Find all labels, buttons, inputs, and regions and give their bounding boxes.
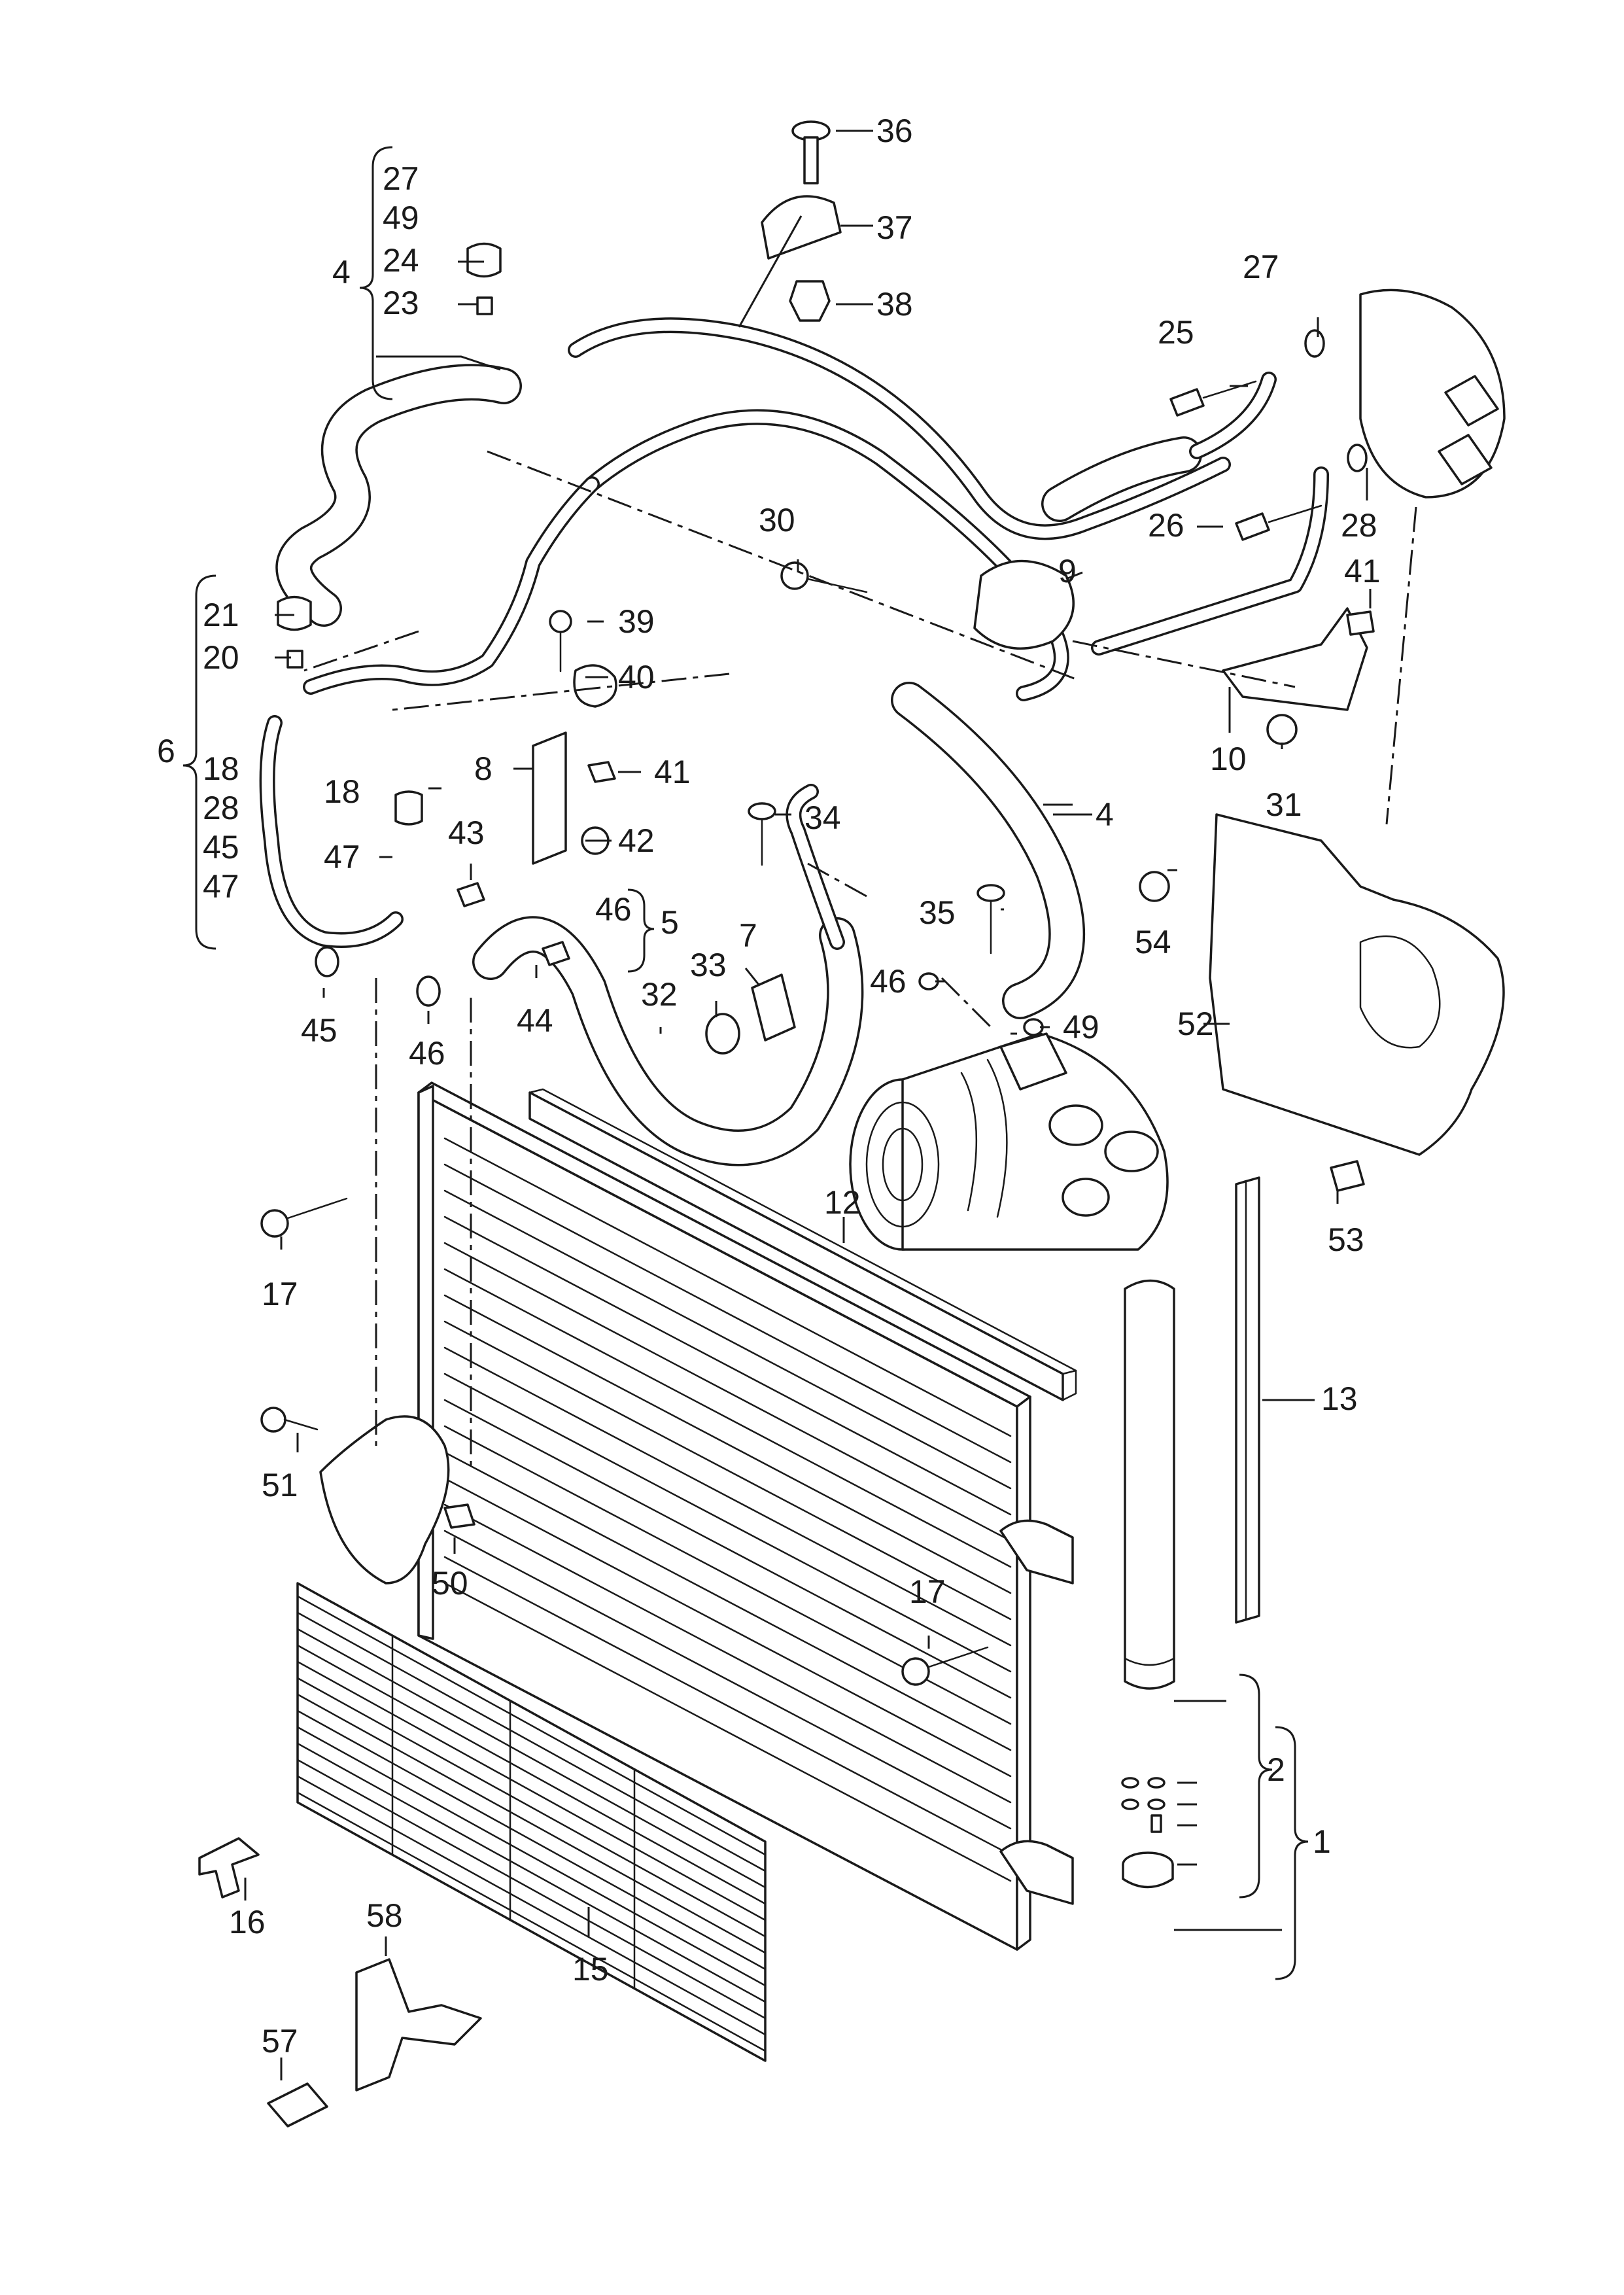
callout-28: 28 xyxy=(203,790,239,826)
callout-1: 1 xyxy=(1313,1823,1331,1860)
callout-33: 33 xyxy=(690,947,727,983)
assembly-braces xyxy=(182,146,1309,1980)
callout-37: 37 xyxy=(876,209,913,246)
assembly-center-lines xyxy=(303,450,1417,1465)
callout-13: 13 xyxy=(1321,1380,1358,1417)
callout-36: 36 xyxy=(876,113,913,149)
callout-54: 54 xyxy=(1135,924,1171,960)
dryer-seal-rings xyxy=(1121,1777,1174,1889)
sensor-bracket xyxy=(355,1958,482,2092)
callout-10: 10 xyxy=(1210,741,1247,777)
callout-21: 21 xyxy=(203,597,239,633)
callout-42: 42 xyxy=(618,822,655,859)
callout-18: 18 xyxy=(203,750,239,787)
callout-46: 46 xyxy=(409,1035,445,1072)
callout-51: 51 xyxy=(262,1467,298,1503)
callout-30: 30 xyxy=(759,502,795,538)
callout-39: 39 xyxy=(618,603,655,640)
callout-46: 46 xyxy=(870,963,907,1000)
callout-38: 38 xyxy=(876,286,913,323)
callout-2: 2 xyxy=(1267,1751,1285,1788)
callout-15: 15 xyxy=(572,1951,609,1988)
callout-16: 16 xyxy=(229,1904,266,1940)
clip-16 xyxy=(198,1837,260,1899)
callout-17: 17 xyxy=(262,1276,298,1312)
condenser xyxy=(417,1081,1074,1951)
callout-45: 45 xyxy=(203,829,239,866)
callout-26: 26 xyxy=(1148,507,1184,544)
temperature-sensor xyxy=(267,2082,328,2128)
callout-4: 4 xyxy=(332,254,351,290)
callout-41: 41 xyxy=(1344,553,1381,589)
callout-49: 49 xyxy=(383,200,419,236)
callout-27: 27 xyxy=(383,160,419,197)
callout-leaders xyxy=(244,130,1372,2080)
callout-57: 57 xyxy=(262,2023,298,2059)
noise-insulation-cover xyxy=(1209,813,1505,1156)
ac-compressor xyxy=(849,1032,1169,1251)
callout-9: 9 xyxy=(1058,553,1077,589)
callout-35: 35 xyxy=(919,894,956,931)
callout-12: 12 xyxy=(824,1184,861,1221)
callout-46: 46 xyxy=(595,891,632,928)
callout-32: 32 xyxy=(641,976,678,1013)
callout-47: 47 xyxy=(324,839,360,875)
callout-27: 27 xyxy=(1243,249,1279,285)
callout-20: 20 xyxy=(203,639,239,676)
callout-6: 6 xyxy=(157,733,175,769)
callout-24: 24 xyxy=(383,242,419,279)
callout-40: 40 xyxy=(618,659,655,695)
condenser-mounting-bracket xyxy=(319,1415,450,1585)
callout-52: 52 xyxy=(1177,1006,1214,1042)
callout-28: 28 xyxy=(1341,507,1377,544)
fasteners xyxy=(260,120,1375,1686)
callout-7: 7 xyxy=(739,917,757,954)
callout-5: 5 xyxy=(661,904,679,941)
callout-4: 4 xyxy=(1096,796,1114,833)
callout-47: 47 xyxy=(203,868,239,905)
air-guide-grille xyxy=(296,1582,767,2062)
callout-43: 43 xyxy=(448,815,485,851)
callout-25: 25 xyxy=(1158,314,1194,351)
callout-23: 23 xyxy=(383,285,419,321)
callout-53: 53 xyxy=(1328,1221,1364,1258)
receiver-dryer xyxy=(1124,1279,1175,1690)
callout-17: 17 xyxy=(909,1573,946,1610)
callout-44: 44 xyxy=(517,1002,553,1039)
seal-strip-13 xyxy=(1235,1176,1260,1624)
callout-18: 18 xyxy=(324,773,360,810)
callout-8: 8 xyxy=(474,750,492,787)
callout-49: 49 xyxy=(1063,1009,1099,1045)
callout-45: 45 xyxy=(301,1012,337,1049)
callout-58: 58 xyxy=(366,1897,403,1934)
callout-31: 31 xyxy=(1266,786,1302,823)
callout-50: 50 xyxy=(432,1565,468,1602)
callout-34: 34 xyxy=(804,799,841,836)
callout-41: 41 xyxy=(654,754,691,790)
callout-labels: 36 37 38 27 49 24 4 23 21 20 6 18 28 45 … xyxy=(157,113,1381,2059)
